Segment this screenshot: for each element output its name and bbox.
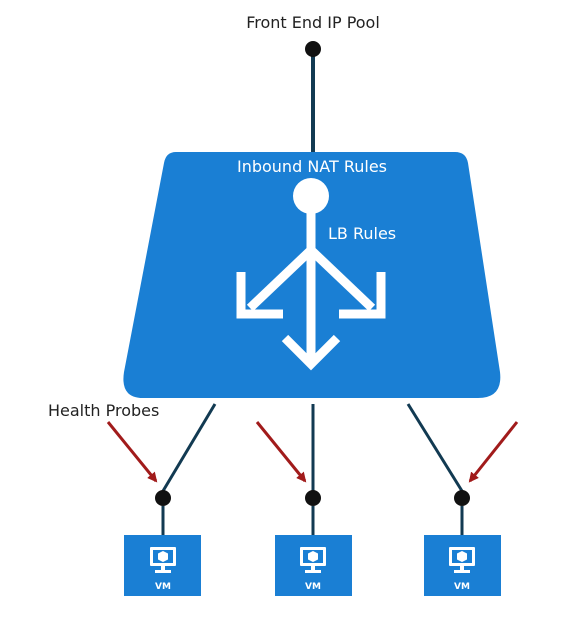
- vm-label-3: VM: [454, 582, 470, 592]
- vm-label-2: VM: [305, 582, 321, 592]
- backend-connector-line-3: [406, 403, 464, 492]
- front-end-node-dot: [305, 41, 321, 57]
- front-end-ip-pool-label: Front End IP Pool: [246, 13, 380, 32]
- vm-node-2: VM: [275, 490, 352, 596]
- health-probes-label: Health Probes: [48, 401, 159, 420]
- vm-node-1: VM: [124, 490, 201, 596]
- vm-node-3: VM: [424, 490, 501, 596]
- lb-rules-label: LB Rules: [328, 224, 396, 243]
- health-probe-arrow-1: [106, 421, 158, 483]
- backend-connector-line-1: [161, 403, 217, 492]
- health-probe-arrow-3: [468, 421, 519, 483]
- vm-node-dot-1: [155, 490, 171, 506]
- health-probe-arrow-2: [255, 421, 307, 483]
- vm-node-dot-3: [454, 490, 470, 506]
- lb-routing-icon-hub: [293, 178, 329, 214]
- lb-routing-icon: [236, 178, 386, 371]
- vm-monitor-icon-2: [300, 547, 326, 573]
- vm-monitor-icon-1: [150, 547, 176, 573]
- vm-monitor-icon-3: [449, 547, 475, 573]
- vm-label-1: VM: [155, 582, 171, 592]
- inbound-nat-rules-label: Inbound NAT Rules: [237, 157, 387, 176]
- vm-node-dot-2: [305, 490, 321, 506]
